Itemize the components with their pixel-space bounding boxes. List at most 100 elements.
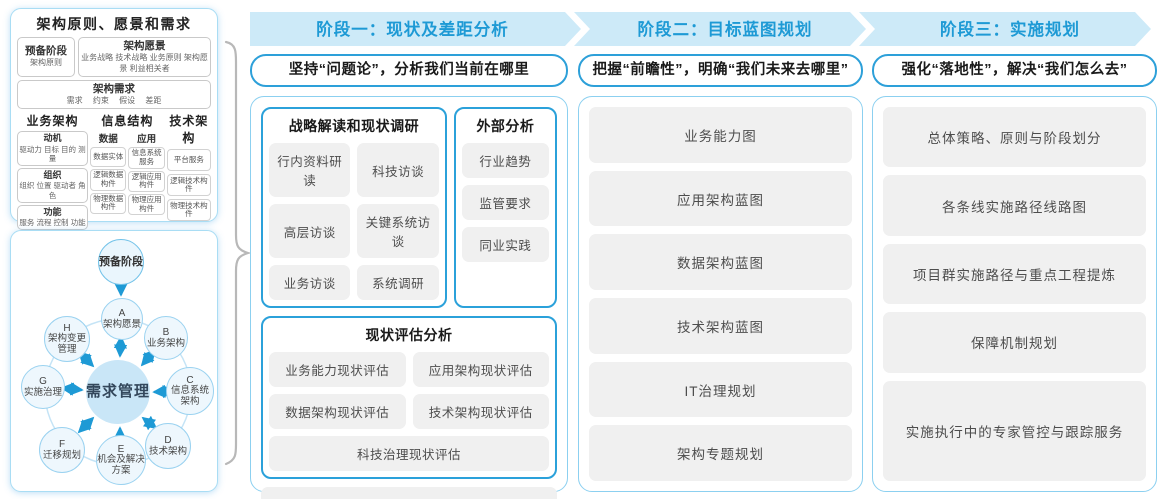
architecture-requirements-title: 架构需求	[93, 82, 135, 95]
phase2-item: 业务能力图	[589, 107, 852, 163]
information-structure-header: 信息结构	[101, 114, 154, 129]
phase3-title: 阶段三：实施规划	[940, 21, 1080, 39]
strategy-item: 高层访谈	[269, 204, 351, 258]
phase3-content-panel: 总体策略、原则与阶段划分 各条线实施路径线路图 项目群实施路径与重点工程提炼 保…	[872, 96, 1157, 492]
phase2-item: 数据架构蓝图	[589, 234, 852, 291]
cycle-node-prep-label: 预备阶段	[99, 255, 143, 268]
organization-box: 组织 组织 位置 驱动者 角色	[17, 168, 89, 203]
phase2-item: 应用架构蓝图	[589, 170, 852, 227]
architecture-principles-panel: 架构原则、愿景和需求 预备阶段 架构原则 架构愿景 业务战略 技术战略 业务原则…	[10, 8, 218, 271]
cycle-node-h-label: 架构变更管理	[47, 333, 86, 355]
phase2-item: IT治理规划	[589, 361, 852, 418]
cycle-node-b-label: 业务架构	[146, 337, 185, 349]
cycle-center-label: 需求管理	[86, 382, 151, 400]
function-sub: 服务 流程 控制 功能	[19, 218, 86, 228]
phase3-item: 总体策略、原则与阶段划分	[883, 107, 1146, 168]
cycle-node-c: C 信息系统架构	[166, 367, 214, 415]
assessment-item: 科技治理现状评估	[269, 436, 549, 471]
phase3-item: 项目群实施路径与重点工程提炼	[883, 243, 1146, 305]
strategy-item: 行内资料研读	[269, 143, 351, 197]
cycle-node-e-id: E	[117, 443, 125, 455]
architecture-vision-title: 架构愿景	[123, 40, 166, 52]
external-item: 行业趋势	[461, 143, 549, 178]
external-analysis-group: 外部分析 行业趋势 监管要求 同业实践	[453, 107, 557, 308]
platform-service-box: 平台服务	[166, 149, 211, 172]
cycle-node-b: B 业务架构	[144, 316, 188, 360]
organization-sub: 组织 位置 驱动者 角色	[19, 181, 86, 201]
phase3-item: 实施执行中的专家管控与跟踪服务	[883, 380, 1146, 481]
physical-data-component-box: 物理数据构件	[90, 192, 127, 214]
motivation-title: 动机	[43, 133, 62, 144]
phase3-item: 各条线实施路径线路图	[883, 175, 1146, 236]
current-state-assessment-group: 现状评估分析 业务能力现状评估 应用架构现状评估 数据架构现状评估 技术架构现状…	[261, 316, 557, 479]
data-entity-box: 数据实体	[90, 147, 127, 168]
motivation-sub: 驱动力 目标 目的 测量	[19, 144, 86, 164]
business-architecture-header: 业务架构	[26, 114, 79, 129]
center-a-arrow	[113, 335, 128, 358]
external-item: 监管要求	[461, 185, 549, 220]
cycle-node-h: H 架构变更管理	[44, 316, 90, 362]
principles-panel-title: 架构原则、愿景和需求	[36, 16, 192, 32]
cycle-node-g: G 实施治理	[21, 365, 65, 409]
phase1-content-panel: 战略解读和现状调研 行内资料研读 科技访谈 高层访谈 关键系统访谈 业务访谈 系…	[250, 96, 568, 499]
information-structure-column: 信息结构 数据 数据实体 逻辑数据构件 物理数据构件 应用 信息系统服务 逻辑应…	[90, 112, 165, 230]
organization-title: 组织	[43, 170, 62, 181]
prep-phase-box: 预备阶段 架构原则	[17, 37, 75, 77]
architecture-domains-row: 业务架构 动机 驱动力 目标 目的 测量 组织 组织 位置 驱动者 角色 功能 …	[17, 112, 211, 230]
center-f-arrow	[77, 416, 95, 434]
data-subcolumn: 数据 数据实体 逻辑数据构件 物理数据构件	[90, 131, 127, 215]
strategy-item: 科技访谈	[357, 143, 439, 197]
assessment-item: 技术架构现状评估	[412, 394, 549, 429]
business-architecture-column: 业务架构 动机 驱动力 目标 目的 测量 组织 组织 位置 驱动者 角色 功能 …	[17, 112, 89, 230]
strategy-item: 系统调研	[357, 265, 439, 300]
data-subcolumn-header: 数据	[98, 134, 118, 146]
phase1-band-segment	[250, 12, 581, 46]
cycle-node-requirements-management: 需求管理	[86, 360, 150, 424]
assessment-item: 业务能力现状评估	[269, 352, 406, 387]
application-subcolumn: 应用 信息系统服务 逻辑应用构件 物理应用构件	[128, 131, 165, 216]
cycle-node-g-label: 实施治理	[23, 386, 62, 398]
phase3-subtitle: 强化“落地性”，解决“我们怎么去”	[872, 54, 1157, 87]
assessment-item: 数据架构现状评估	[269, 394, 406, 429]
architecture-vision-sub: 业务战略 技术战略 业务原则 架构愿景 利益相关者	[81, 53, 208, 73]
curly-brace-connector	[224, 40, 252, 466]
gap-analysis-report-box: 现状与差异分析报告	[261, 487, 557, 499]
cycle-node-a-label: 架构愿景	[102, 318, 141, 330]
prep-phase-sub: 架构原则	[30, 58, 62, 68]
phase3-band-segment	[859, 12, 1151, 46]
cycle-node-f-label: 迁移规划	[42, 449, 81, 461]
cycle-node-a-id: A	[118, 308, 126, 320]
application-subcolumn-header: 应用	[137, 134, 157, 146]
phase2-band-segment	[574, 12, 866, 46]
strategy-research-title: 战略解读和现状调研	[288, 118, 420, 134]
strategy-item: 业务访谈	[269, 265, 351, 300]
architecture-vision-box: 架构愿景 业务战略 技术战略 业务原则 架构愿景 利益相关者	[78, 37, 211, 77]
function-box: 功能 服务 流程 控制 功能	[17, 204, 89, 230]
motivation-box: 动机 驱动力 目标 目的 测量	[17, 131, 89, 167]
architecture-requirements-sub: 需求 约束 假设 差距	[66, 96, 162, 106]
external-item: 同业实践	[461, 227, 549, 262]
phase1-subtitle: 坚持“问题论”，分析我们当前在哪里	[250, 54, 568, 87]
logical-data-component-box: 逻辑数据构件	[90, 169, 127, 191]
external-analysis-title: 外部分析	[476, 118, 535, 134]
strategy-research-group: 战略解读和现状调研 行内资料研读 科技访谈 高层访谈 关键系统访谈 业务访谈 系…	[261, 107, 447, 308]
assessment-item: 应用架构现状评估	[412, 352, 549, 387]
phase2-item: 技术架构蓝图	[589, 298, 852, 354]
prep-vision-row: 预备阶段 架构原则 架构愿景 业务战略 技术战略 业务原则 架构愿景 利益相关者	[17, 37, 211, 77]
phase2-subtitle: 把握“前瞻性”，明确“我们未来去哪里”	[578, 54, 863, 87]
adm-cycle-panel: 预备阶段 需求管理 A 架构愿景 B 业务架构 C 信息系统架构 D 技术架构 …	[10, 230, 218, 492]
technology-architecture-header: 技术架构	[169, 114, 209, 146]
info-system-service-box: 信息系统服务	[128, 147, 165, 169]
cycle-node-c-label: 信息系统架构	[170, 385, 209, 407]
technology-architecture-column: 技术架构 平台服务 逻辑技术构件 物理技术构件	[166, 112, 211, 230]
cycle-node-e-label: 机会及解决方案	[97, 454, 145, 476]
cycle-node-g-id: G	[39, 376, 47, 388]
cycle-node-c-id: C	[186, 374, 194, 386]
cycle-node-f-id: F	[58, 439, 66, 451]
assessment-title: 现状评估分析	[365, 327, 453, 343]
cycle-node-d: D 技术架构	[145, 423, 191, 469]
cycle-node-f: F 迁移规划	[39, 427, 85, 473]
phase2-item: 架构专题规划	[589, 425, 852, 482]
phase2-content-panel: 业务能力图 应用架构蓝图 数据架构蓝图 技术架构蓝图 IT治理规划 架构专题规划	[578, 96, 863, 492]
